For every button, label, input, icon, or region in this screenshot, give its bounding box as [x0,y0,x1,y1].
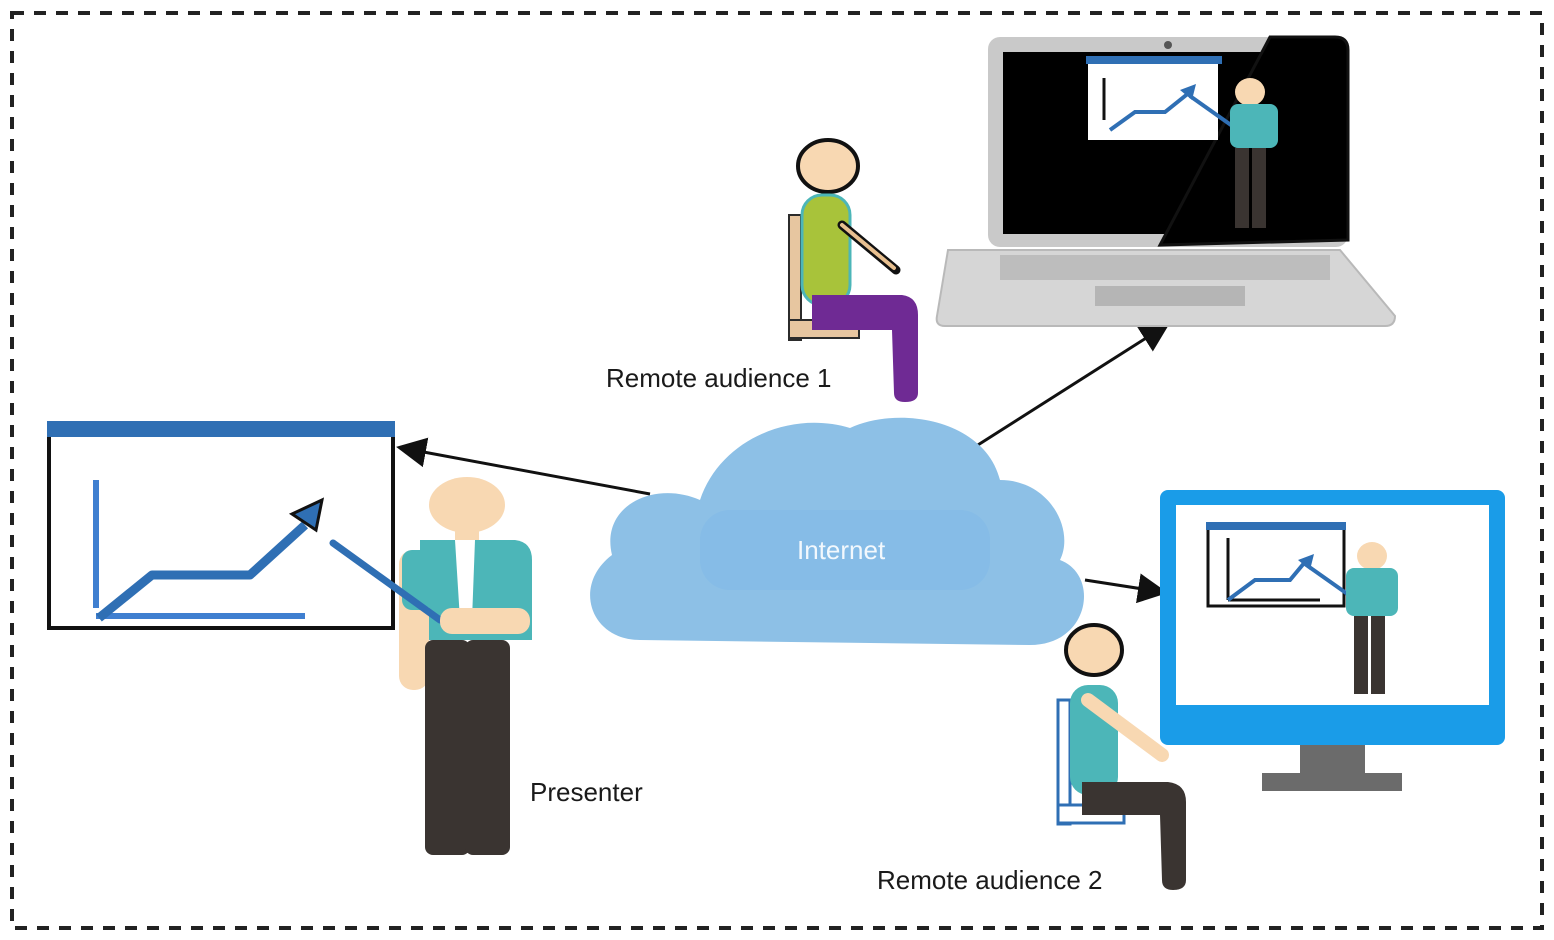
remote-audience-1-label: Remote audience 1 [606,363,831,393]
whiteboard-chart-icon [47,421,395,630]
diagram-frame [10,11,1544,930]
arrow-to-presenter-board [396,437,651,496]
monitor-icon [1160,490,1505,791]
remote-audience-2-label: Remote audience 2 [877,865,1102,895]
presenter-label: Presenter [530,777,643,807]
arrow-to-laptop [969,322,1171,452]
internet-label: Internet [797,535,886,565]
seated-person-icon [1056,623,1186,890]
presenter-figure-icon [329,477,532,855]
arrow-to-monitor [1084,573,1168,604]
seated-person-icon [788,138,918,402]
laptop-icon [935,35,1397,327]
cloud-icon [590,417,1084,645]
